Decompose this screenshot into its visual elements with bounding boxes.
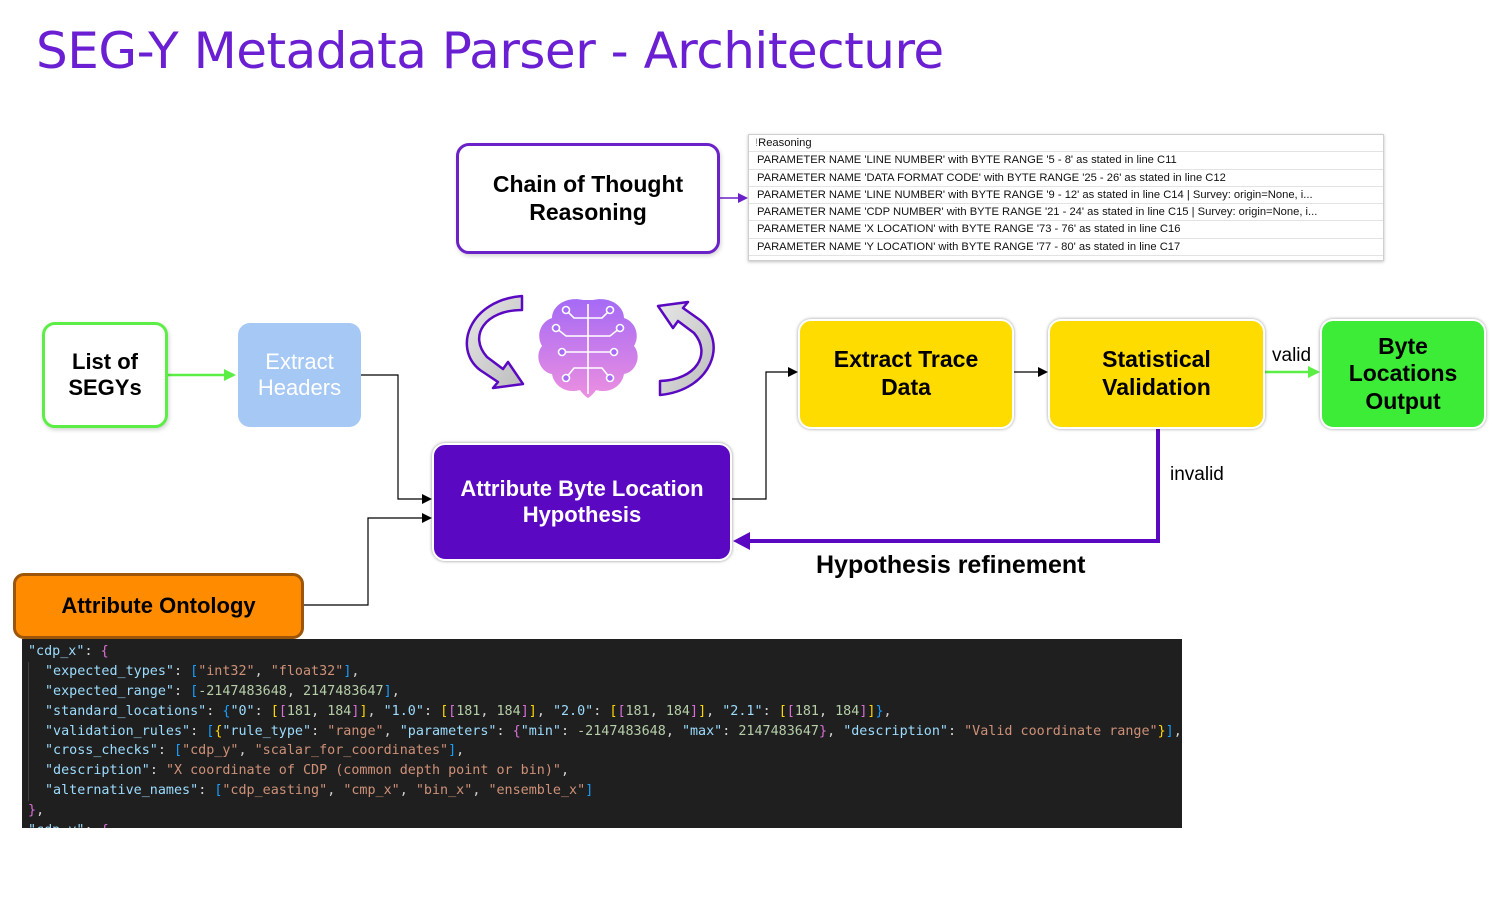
- reasoning-row: PARAMETER NAME 'DATA FORMAT CODE' with B…: [749, 170, 1383, 187]
- page-title: SEG-Y Metadata Parser - Architecture: [36, 22, 944, 80]
- reasoning-row: PARAMETER NAME 'X LOCATION' with BYTE RA…: [749, 221, 1383, 239]
- ontology-code-block: "cdp_x": { "expected_types": ["int32", "f…: [22, 639, 1182, 828]
- edge-extract-to-hypothesis: [361, 374, 432, 504]
- invalid-label: invalid: [1170, 464, 1224, 485]
- code-line: "cdp_y": {: [22, 821, 1182, 828]
- list-of-segys-node: List of SEGYs: [42, 322, 168, 428]
- hypothesis-refinement-label: Hypothesis refinement: [816, 551, 1086, 579]
- edge-validation-invalid-feedback: [746, 429, 1160, 543]
- cycle-arrows-icon: [465, 294, 715, 397]
- hypothesis-node: Attribute Byte Location Hypothesis: [432, 443, 732, 561]
- code-line: "standard_locations": {"0": [[181, 184]]…: [22, 701, 1182, 722]
- reasoning-header: !Reasoning: [749, 135, 1383, 153]
- feedback-arrowhead: [733, 532, 750, 550]
- reasoning-table: !Reasoning PARAMETER NAME 'LINE NUMBER' …: [748, 134, 1384, 261]
- code-line: "validation_rules": [{"rule_type": "rang…: [22, 721, 1182, 742]
- reasoning-row: PARAMETER NAME 'Y LOCATION' with BYTE RA…: [749, 239, 1383, 257]
- chain-of-thought-node: Chain of Thought Reasoning: [456, 143, 720, 254]
- brain-circuit-icon: [538, 299, 638, 398]
- byte-locations-output-node: Byte Locations Output: [1320, 319, 1486, 429]
- reasoning-row: PARAMETER NAME 'LINE NUMBER' with BYTE R…: [749, 187, 1383, 205]
- code-line: "cross_checks": ["cdp_y", "scalar_for_co…: [22, 741, 1182, 762]
- code-line: "expected_range": [-2147483648, 21474836…: [22, 681, 1182, 702]
- code-line: },: [28, 803, 45, 819]
- code-line: "cdp_x": {: [28, 644, 109, 659]
- statistical-validation-node: Statistical Validation: [1048, 319, 1265, 429]
- code-line: "expected_types": ["int32", "float32"],: [22, 661, 1182, 682]
- edge-hypothesis-to-trace: [732, 367, 798, 500]
- reasoning-row: PARAMETER NAME 'CDP NUMBER' with BYTE RA…: [749, 204, 1383, 222]
- code-line: "description": "X coordinate of CDP (com…: [22, 761, 1182, 782]
- extract-headers-node: Extract Headers: [238, 323, 361, 427]
- code-line: "alternative_names": ["cdp_easting", "cm…: [22, 781, 1182, 802]
- reasoning-row: PARAMETER NAME 'LINE NUMBER' with BYTE R…: [749, 152, 1383, 170]
- edge-ontology-to-hypothesis: [304, 513, 432, 606]
- attribute-ontology-node: Attribute Ontology: [13, 573, 304, 639]
- valid-label: valid: [1272, 345, 1312, 366]
- extract-trace-node: Extract Trace Data: [798, 319, 1014, 429]
